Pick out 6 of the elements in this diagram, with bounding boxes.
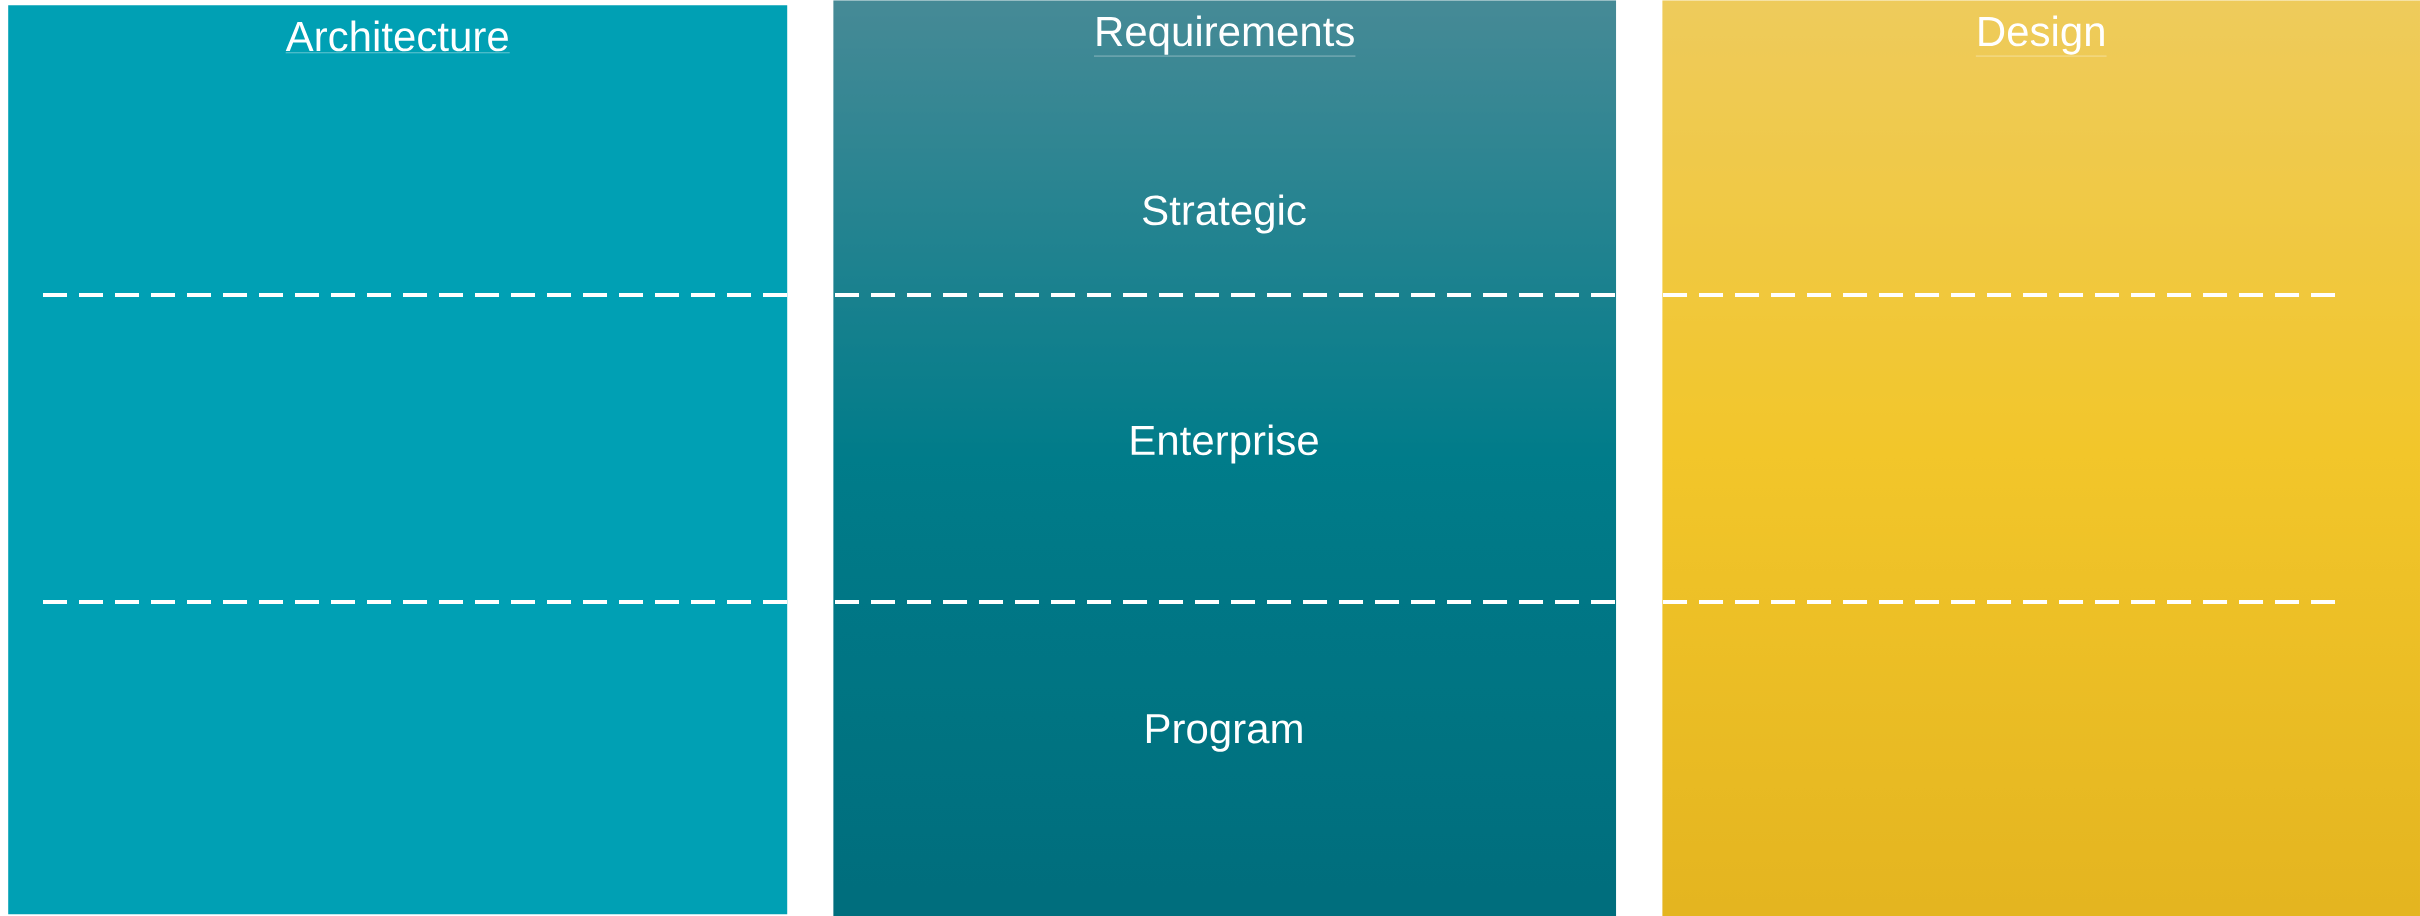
column-panel: Architecture bbox=[8, 5, 788, 915]
level-label: Strategic bbox=[1143, 194, 1306, 234]
level-label: Enterprise bbox=[1131, 424, 1318, 464]
column-panel: Requirements bbox=[1093, 15, 1356, 57]
column-panel: Design bbox=[1975, 15, 2107, 57]
level-label: Program bbox=[1146, 714, 1302, 752]
